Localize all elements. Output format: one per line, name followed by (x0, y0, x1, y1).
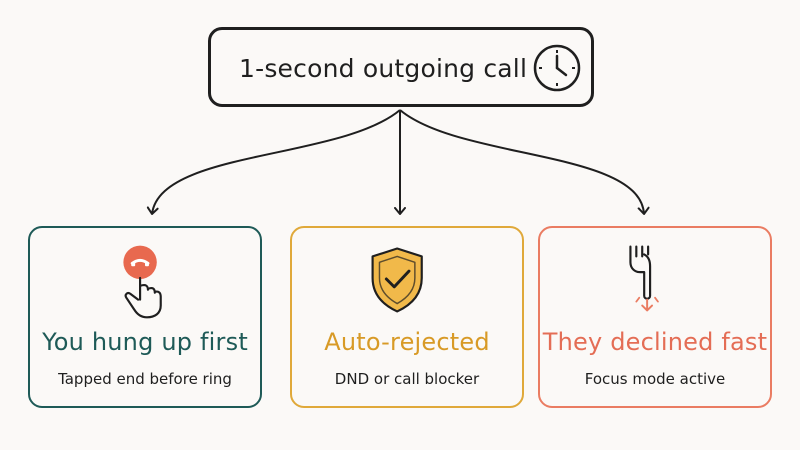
pointing-down-icon (629, 245, 659, 312)
clock-icon (533, 44, 581, 92)
root-title: 1-second outgoing call (239, 54, 528, 83)
branch-subtitle: Focus mode active (584, 370, 726, 388)
branch-subtitle: Tapped end before ring (58, 370, 232, 388)
arrow-right (399, 109, 650, 215)
branch-card-declined: They declined fast Focus mode active (538, 226, 772, 408)
shield-check-icon (371, 247, 423, 313)
branch-title: They declined fast (542, 328, 768, 356)
branch-title: You hung up first (42, 328, 248, 356)
branch-card-auto-rejected: Auto-rejected DND or call blocker (290, 226, 524, 408)
root-node: 1-second outgoing call (208, 27, 594, 107)
branch-title: Auto-rejected (324, 328, 490, 356)
arrow-left (146, 109, 401, 215)
hand-tap-end-call-icon (123, 245, 162, 319)
branch-card-hung-up: You hung up first Tapped end before ring (28, 226, 262, 408)
branch-subtitle: DND or call blocker (334, 370, 480, 388)
